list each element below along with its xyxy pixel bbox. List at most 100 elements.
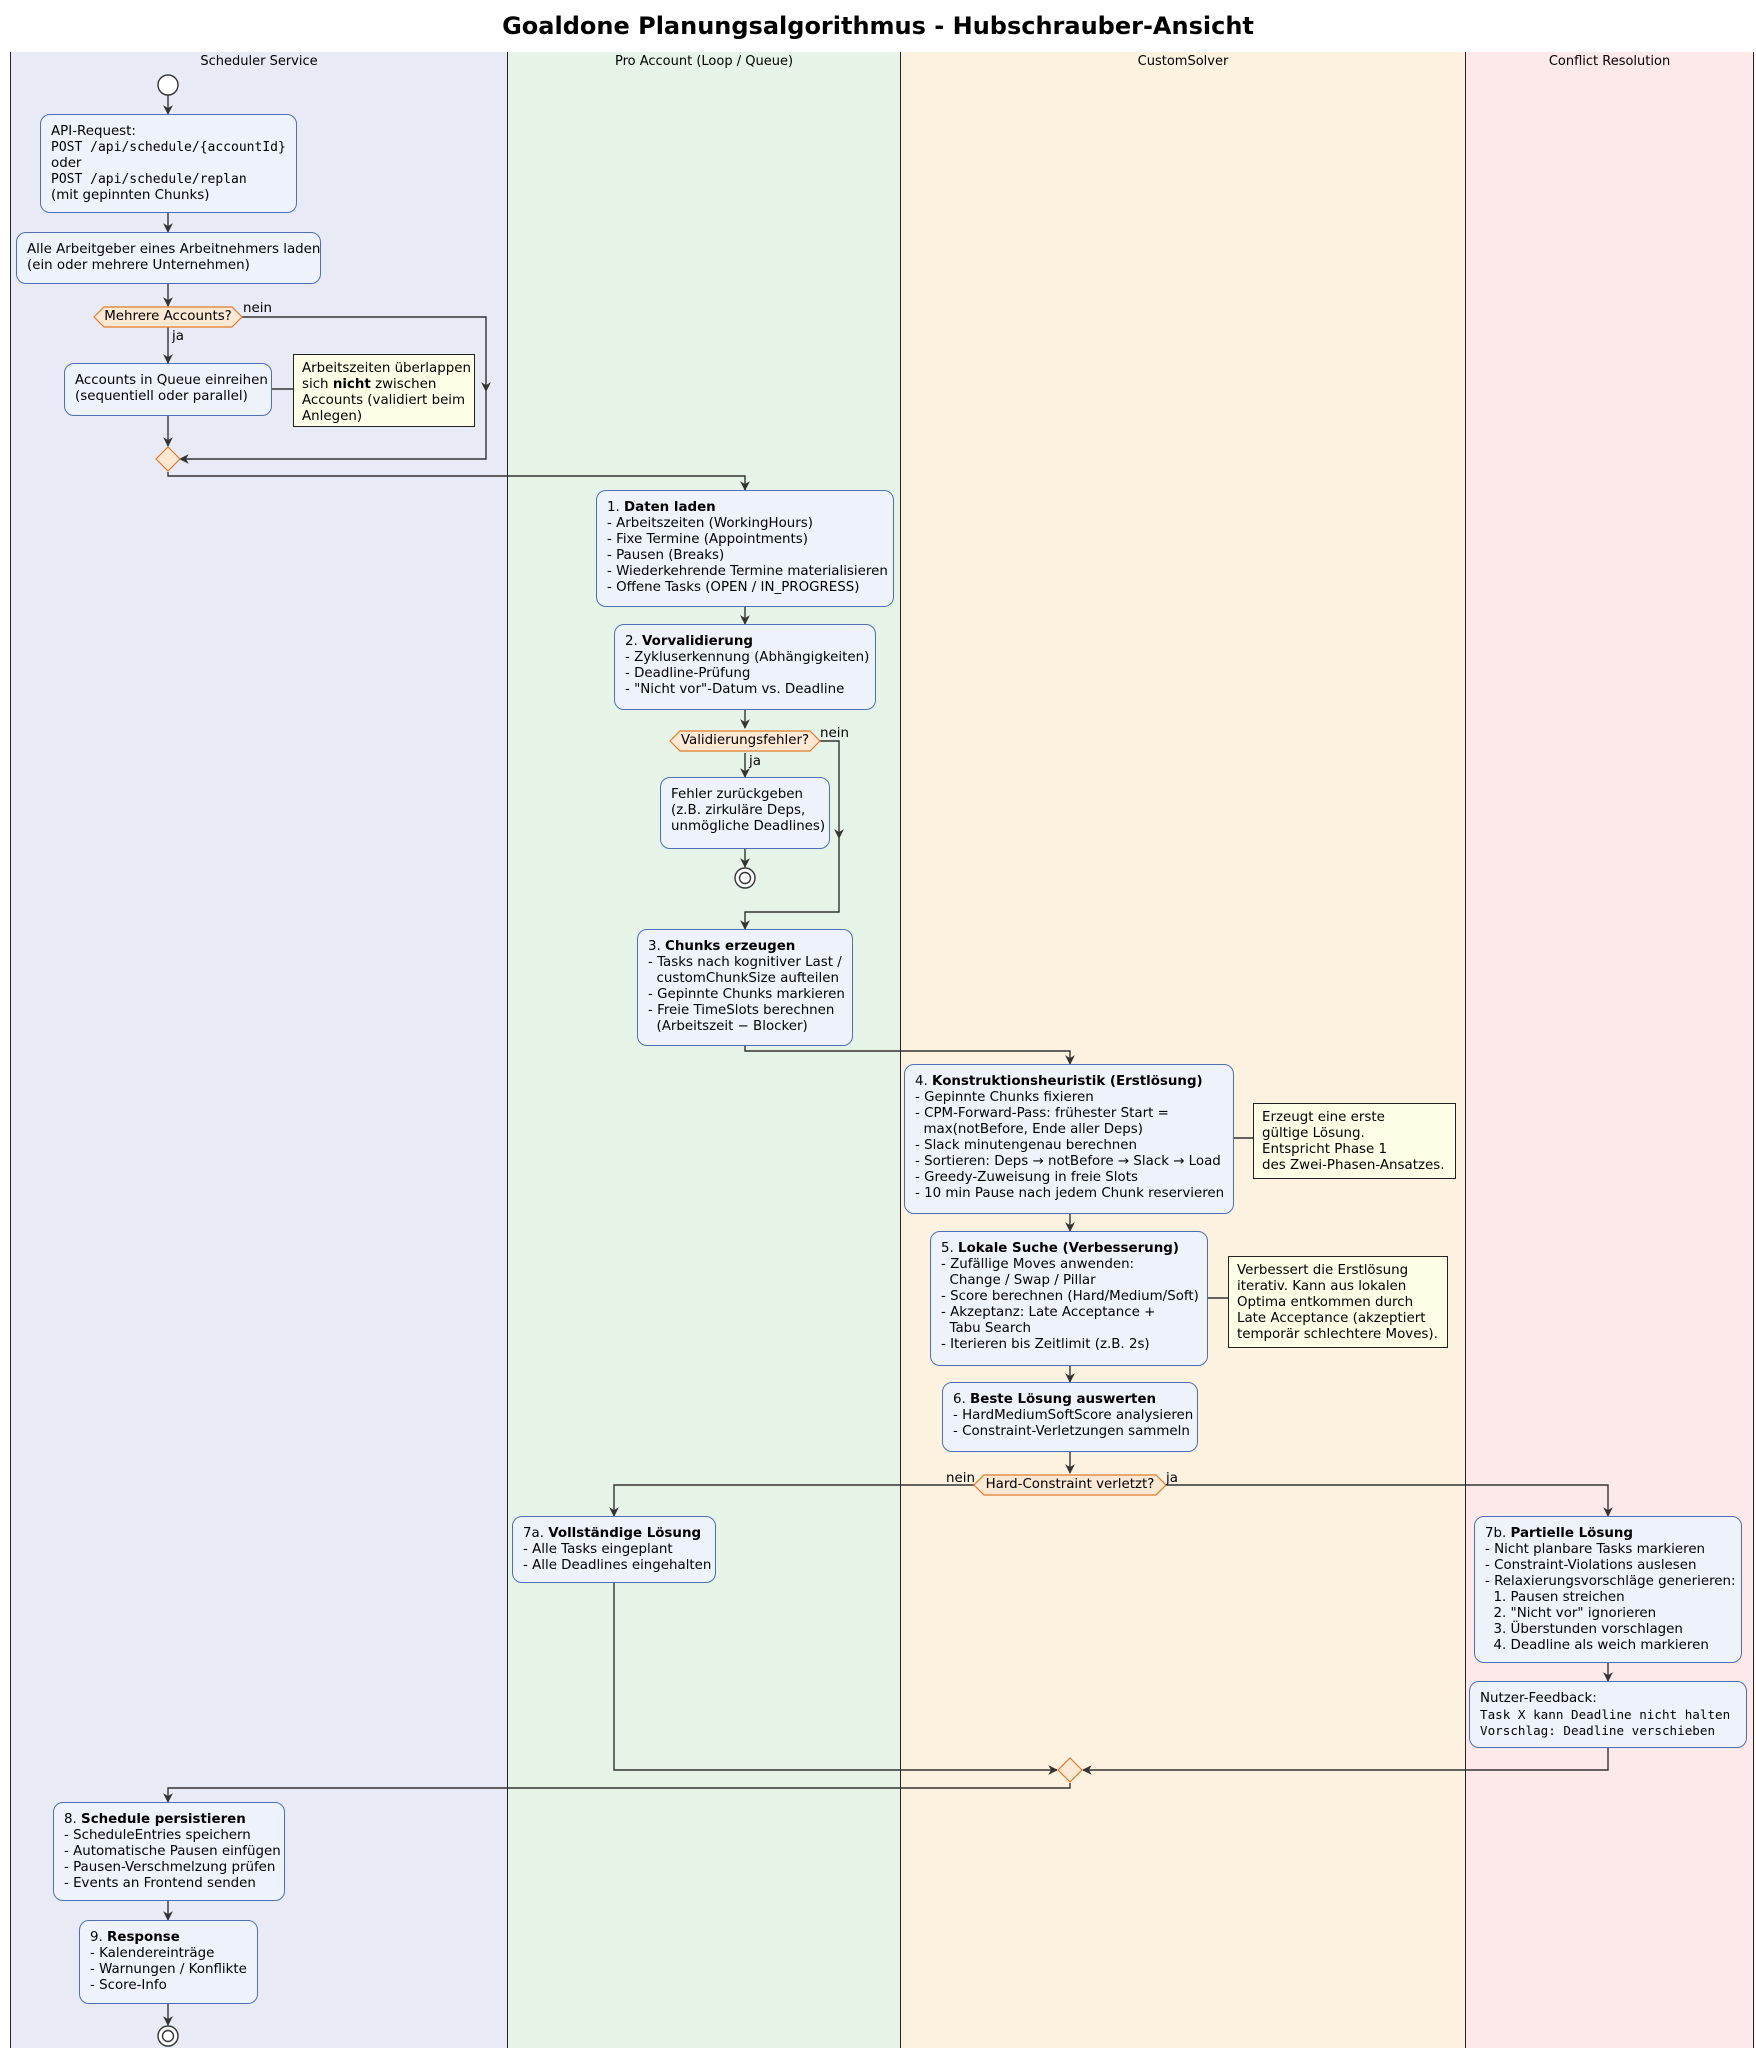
feedback-suggestion: Vorschlag: Deadline verschieben (1480, 1723, 1716, 1738)
step-item: - Arbeitszeiten (WorkingHours) (607, 516, 813, 531)
end-node-final (157, 2025, 179, 2047)
edge-merge-step8 (163, 1783, 1071, 1803)
note-first-solution: Erzeugt eine erste gültige Lösung. Entsp… (1253, 1103, 1456, 1179)
box-line: unmögliche Deadlines) (671, 819, 826, 834)
step-heading: 1. Daten laden (607, 500, 716, 515)
lane-title: Scheduler Service (200, 54, 318, 69)
step-heading: 4. Konstruktionsheuristik (Erstlösung) (915, 1074, 1203, 1089)
step-item: Tabu Search (941, 1321, 1031, 1336)
note-line: Entspricht Phase 1 (1262, 1142, 1388, 1157)
decision-validation: Validierungsfehler? (680, 733, 810, 748)
note-line: sich nicht zwischen (302, 377, 466, 393)
step-heading: 6. Beste Lösung auswerten (953, 1392, 1157, 1407)
queue-accounts-box: Accounts in Queue einreihen (sequentiell… (64, 363, 272, 416)
note-working-hours: Arbeitszeiten überlappen sich nicht zwis… (293, 354, 475, 427)
step-item: - Iterieren bis Zeitlimit (z.B. 2s) (941, 1337, 1150, 1352)
edge-step7a-merge (613, 1583, 1058, 1775)
edge-step3-step4 (744, 1046, 1075, 1065)
box-line: (sequentiell oder parallel) (75, 389, 248, 404)
step-item: - Zykluserkennung (Abhängigkeiten) (625, 650, 870, 665)
step-item: - Warnungen / Konflikte (90, 1962, 247, 1977)
step-item: - Akzeptanz: Late Acceptance + (941, 1305, 1156, 1320)
box-line: Fehler zurückgeben (671, 787, 804, 802)
step-item: (Arbeitszeit − Blocker) (648, 1019, 808, 1034)
step-item: - Nicht planbare Tasks markieren (1485, 1542, 1706, 1557)
step-item: - Automatische Pausen einfügen (64, 1844, 281, 1859)
step-8-persist-schedule: 8. Schedule persistieren - ScheduleEntri… (53, 1802, 285, 1901)
end-node-error (734, 867, 756, 889)
edge-decision-no (242, 316, 491, 392)
box-line: Alle Arbeitgeber eines Arbeitnehmers lad… (27, 242, 321, 257)
edge-label-accounts-yes: ja (172, 329, 184, 344)
step-item: - CPM-Forward-Pass: frühester Start = (915, 1106, 1169, 1121)
step-item: - "Nicht vor"-Datum vs. Deadline (625, 682, 845, 697)
edge-validation-no (820, 740, 844, 839)
step-item: - Score-Info (90, 1978, 167, 1993)
step-item: - Pausen (Breaks) (607, 548, 725, 563)
step-7a-complete-solution: 7a. Vollständige Lösung - Alle Tasks ein… (512, 1516, 716, 1583)
step-item: - Gepinnte Chunks markieren (648, 987, 845, 1002)
api-endpoint-replan: POST /api/schedule/replan (51, 172, 247, 187)
edge-hard-yes (1166, 1484, 1613, 1517)
diagram-title: Goaldone Planungsalgorithmus - Hubschrau… (502, 12, 1254, 40)
note-improvement: Verbessert die Erstlösung iterativ. Kann… (1228, 1256, 1448, 1348)
lane-title: CustomSolver (1137, 54, 1229, 69)
step-item: - Tasks nach kognitiver Last / (648, 955, 842, 970)
lane-title: Conflict Resolution (1548, 54, 1671, 69)
edge-label-accounts-no: nein (243, 301, 272, 316)
lane-custom-solver: CustomSolver (900, 52, 1465, 2048)
step-2-prevalidation: 2. Vorvalidierung - Zykluserkennung (Abh… (614, 624, 876, 710)
note-line: Optima entkommen durch (1237, 1295, 1414, 1310)
decision-shape-hard (973, 1474, 1167, 1496)
lane-title: Pro Account (Loop / Queue) (614, 54, 794, 69)
step-item: - Zufällige Moves anwenden: (941, 1257, 1135, 1272)
step-item: 3. Überstunden vorschlagen (1485, 1622, 1683, 1637)
edge-label-validation-yes: ja (749, 754, 761, 769)
step-heading: 7b. Partielle Lösung (1485, 1526, 1633, 1541)
step-item: - Pausen-Verschmelzung prüfen (64, 1860, 276, 1875)
step-item: - Constraint-Violations auslesen (1485, 1558, 1697, 1573)
note-line: Erzeugt eine erste (1262, 1110, 1385, 1125)
step-item: - Slack minutengenau berechnen (915, 1138, 1138, 1153)
note-text: sich (302, 377, 333, 392)
note-line: Late Acceptance (akzeptiert (1237, 1311, 1426, 1326)
note-text: zwischen (370, 377, 437, 392)
step-5-local-search: 5. Lokale Suche (Verbesserung) - Zufälli… (930, 1231, 1208, 1366)
decision-hard-constraint: Hard-Constraint verletzt? (985, 1477, 1155, 1492)
step-item: - Events an Frontend senden (64, 1876, 256, 1891)
step-heading: 9. Response (90, 1930, 180, 1945)
step-7b-partial-solution: 7b. Partielle Lösung - Nicht planbare Ta… (1474, 1516, 1742, 1663)
note-line: gültige Lösung. (1262, 1126, 1365, 1141)
api-line: API-Request: (51, 124, 136, 139)
step-item: 1. Pausen streichen (1485, 1590, 1625, 1605)
step-item: - Greedy-Zuweisung in freie Slots (915, 1170, 1138, 1185)
decision-accounts: Mehrere Accounts? (104, 309, 232, 324)
note-line: Anlegen) (302, 409, 363, 424)
box-line: (z.B. zirkuläre Deps, (671, 803, 806, 818)
note-line: temporär schlechtere Moves). (1237, 1327, 1438, 1342)
step-item: - ScheduleEntries speichern (64, 1828, 251, 1843)
step-item: customChunkSize aufteilen (648, 971, 839, 986)
step-item: max(notBefore, Ende aller Deps) (915, 1122, 1143, 1137)
merge-diamond-accounts (155, 446, 181, 472)
step-heading: 8. Schedule persistieren (64, 1812, 246, 1827)
step-item: - HardMediumSoftScore analysieren (953, 1408, 1194, 1423)
decision-shape-accounts (93, 306, 243, 328)
api-line: (mit gepinnten Chunks) (51, 188, 210, 203)
start-node (157, 74, 179, 96)
feedback-message: Task X kann Deadline nicht halten (1480, 1707, 1731, 1722)
api-line: oder (51, 156, 82, 171)
step-item: - Sortieren: Deps → notBefore → Slack → … (915, 1154, 1221, 1169)
step-item: 2. "Nicht vor" ignorieren (1485, 1606, 1657, 1621)
step-item: - Score berechnen (Hard/Medium/Soft) (941, 1289, 1199, 1304)
step-item: - Alle Tasks eingeplant (523, 1542, 673, 1557)
edge-feedback-merge (1082, 1748, 1609, 1775)
step-item: 4. Deadline als weich markieren (1485, 1638, 1709, 1653)
step-item: Change / Swap / Pillar (941, 1273, 1096, 1288)
step-item: - Gepinnte Chunks fixieren (915, 1090, 1094, 1105)
step-heading: 2. Vorvalidierung (625, 634, 753, 649)
note-line: des Zwei-Phasen-Ansatzes. (1262, 1158, 1445, 1173)
step-item: - Relaxierungsvorschläge generieren: (1485, 1574, 1736, 1589)
step-9-response: 9. Response - Kalendereinträge - Warnung… (79, 1920, 258, 2004)
